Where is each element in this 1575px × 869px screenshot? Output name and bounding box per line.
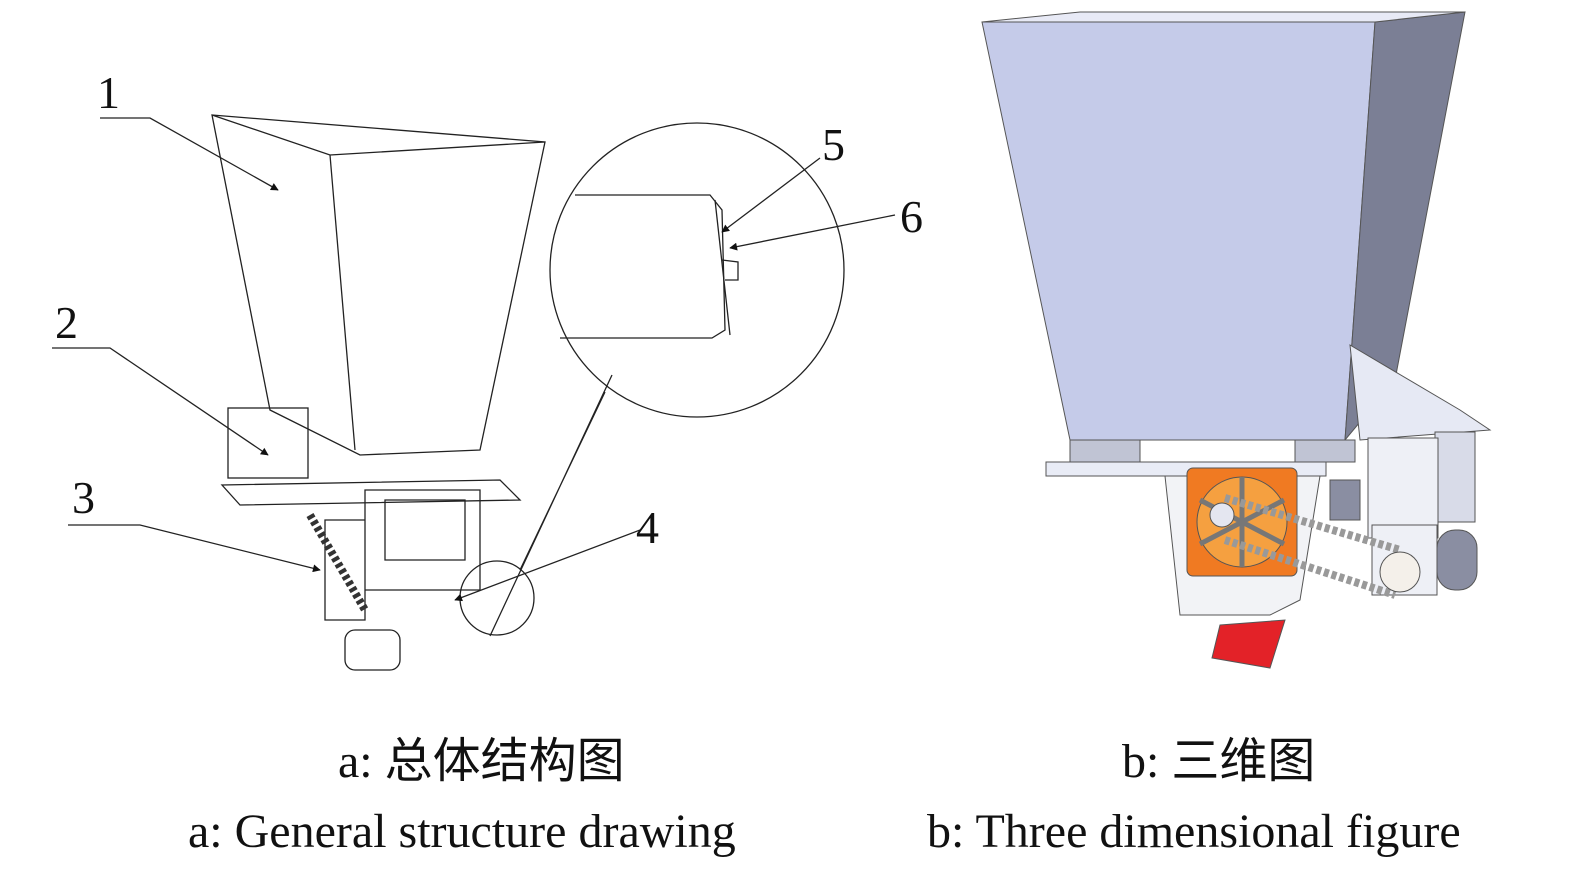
outlet bbox=[1211, 619, 1286, 669]
label-6: 6 bbox=[900, 191, 923, 242]
general-structure-drawing bbox=[52, 114, 896, 671]
label-1: 1 bbox=[97, 67, 120, 118]
label-4: 4 bbox=[636, 502, 659, 553]
outlet bbox=[344, 629, 401, 671]
label-2: 2 bbox=[55, 297, 78, 348]
chain bbox=[306, 512, 369, 613]
callout-connectors bbox=[489, 374, 613, 637]
chain bbox=[1223, 494, 1402, 599]
motor-box bbox=[227, 407, 309, 479]
hopper-outline bbox=[211, 114, 546, 456]
label-3: 3 bbox=[72, 472, 95, 523]
detail-shaft bbox=[560, 194, 726, 339]
hopper-front bbox=[981, 21, 1376, 441]
caption-a-english: a: General structure drawing bbox=[188, 805, 736, 858]
driven-sprocket bbox=[1379, 551, 1421, 593]
caption-b-chinese: b: 三维图 bbox=[1122, 735, 1316, 788]
housing bbox=[324, 489, 481, 621]
base-plate bbox=[220, 479, 522, 506]
part-labels: 1 2 3 4 5 6 bbox=[55, 67, 923, 553]
side-bracket bbox=[1349, 344, 1492, 441]
detail-callout-small bbox=[459, 560, 535, 636]
detail-callout-large bbox=[549, 122, 845, 418]
caption-b-english: b: Three dimensional figure bbox=[927, 805, 1461, 858]
three-dimensional-figure bbox=[981, 11, 1492, 669]
caption-a-chinese: a: 总体结构图 bbox=[338, 735, 625, 788]
label-5: 5 bbox=[822, 119, 845, 170]
